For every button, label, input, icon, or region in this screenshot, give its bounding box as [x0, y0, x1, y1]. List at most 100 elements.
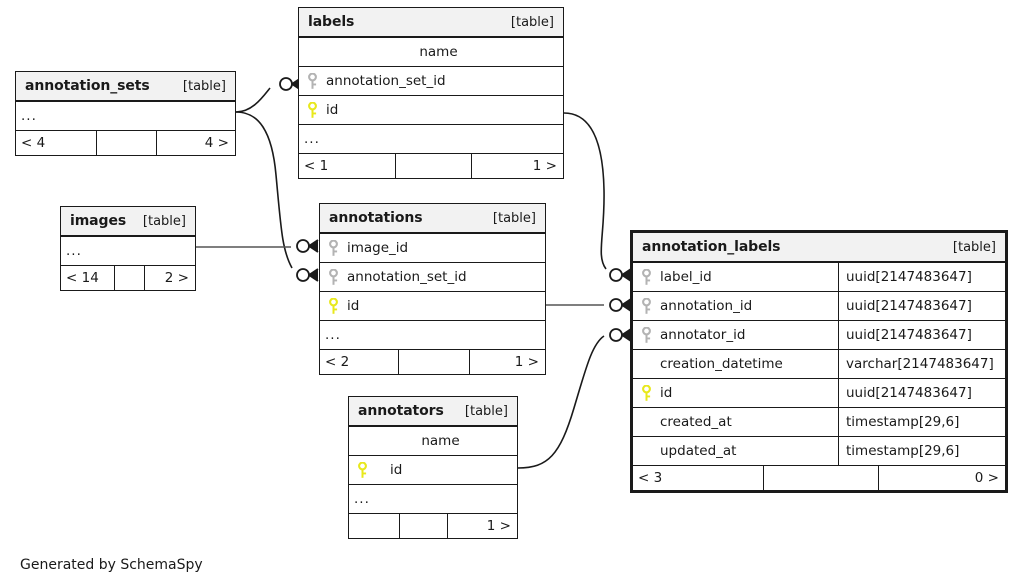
column-annotations-annotation-set-id[interactable]: annotation_set_id — [320, 262, 545, 291]
table-images[interactable]: images [table] ... < 14 2 > — [60, 206, 196, 291]
column-annotation-labels-id[interactable]: id uuid[2147483647] — [633, 378, 1005, 407]
footer-middle-cell — [96, 131, 156, 155]
column-label: name — [421, 433, 460, 449]
edge-endpoint-zero-label-id — [609, 268, 623, 282]
table-annotations[interactable]: annotations [table] image_id annotation_… — [319, 203, 546, 375]
column-label: label_id — [660, 269, 712, 285]
edge-annotation-sets-to-annotations — [235, 111, 293, 269]
table-annotations-header: annotations [table] — [320, 204, 545, 233]
footer-middle-cell — [398, 350, 469, 374]
edge-endpoint-zero-labels — [279, 77, 293, 91]
column-type: timestamp[29,6] — [838, 408, 1005, 436]
column-label: annotation_set_id — [347, 269, 467, 285]
column-type: timestamp[29,6] — [838, 437, 1005, 465]
primary-key-icon — [327, 297, 340, 315]
table-images-header: images [table] — [61, 207, 195, 236]
table-labels[interactable]: labels [table] name annotation_set_id — [298, 7, 564, 179]
ellipsis-text: ... — [21, 108, 37, 124]
table-annotation-sets-footer: < 4 4 > — [16, 130, 235, 155]
edge-endpoint-zero-annotations-set — [296, 268, 310, 282]
column-labels-name[interactable]: name — [299, 37, 563, 66]
column-label: creation_datetime — [660, 356, 783, 372]
column-annotation-labels-updated-at[interactable]: updated_at timestamp[29,6] — [633, 436, 1005, 465]
table-annotations-footer: < 2 1 > — [320, 349, 545, 374]
column-label: annotation_id — [660, 298, 753, 314]
generated-by-credit: Generated by SchemaSpy — [20, 557, 203, 573]
column-type: uuid[2147483647] — [838, 379, 1005, 407]
column-annotation-labels-annotation-id[interactable]: annotation_id uuid[2147483647] — [633, 291, 1005, 320]
incoming-relation-count: < 14 — [66, 270, 99, 286]
table-images-tag: [table] — [142, 213, 186, 229]
ellipsis-text: ... — [354, 491, 370, 507]
foreign-key-icon — [640, 326, 653, 344]
outgoing-relation-count: 4 > — [156, 131, 235, 155]
column-annotations-image-id[interactable]: image_id — [320, 233, 545, 262]
outgoing-relation-count: 1 > — [469, 350, 545, 374]
edge-endpoint-zero-annotation-id — [609, 298, 623, 312]
footer-middle-cell — [763, 466, 878, 490]
table-annotators-name: annotators — [358, 403, 444, 419]
edge-endpoint-zero-annotator-id — [609, 328, 623, 342]
outgoing-relation-count: 1 > — [447, 514, 517, 538]
outgoing-relation-count: 1 > — [471, 154, 563, 178]
table-annotators-tag: [table] — [464, 403, 508, 419]
table-annotation-sets-name: annotation_sets — [25, 78, 150, 94]
column-label: image_id — [347, 240, 409, 256]
annotations-more-columns: ... — [320, 320, 545, 349]
outgoing-relation-count: 0 > — [878, 466, 1005, 490]
table-annotation-labels-header: annotation_labels [table] — [633, 233, 1005, 262]
table-images-footer: < 14 2 > — [61, 265, 195, 290]
crowsfoot-annotations-image-id — [308, 239, 319, 253]
footer-middle-cell — [395, 154, 471, 178]
column-label: name — [419, 44, 458, 60]
column-type: varchar[2147483647] — [838, 350, 1005, 378]
table-annotators-footer: 1 > — [349, 513, 517, 538]
column-type: uuid[2147483647] — [838, 292, 1005, 320]
incoming-relation-count: < 2 — [325, 354, 350, 370]
incoming-relation-count: < 1 — [304, 158, 329, 174]
outgoing-relation-count: 2 > — [144, 266, 195, 290]
table-annotation-labels[interactable]: annotation_labels [table] label_id uuid[… — [630, 230, 1008, 493]
column-label: id — [347, 298, 360, 314]
column-type: uuid[2147483647] — [838, 321, 1005, 349]
table-annotation-labels-footer: < 3 0 > — [633, 465, 1005, 490]
column-annotation-labels-annotator-id[interactable]: annotator_id uuid[2147483647] — [633, 320, 1005, 349]
table-labels-tag: [table] — [510, 14, 554, 30]
footer-middle-cell — [399, 514, 447, 538]
table-labels-header: labels [table] — [299, 8, 563, 37]
table-annotation-labels-name: annotation_labels — [642, 239, 781, 255]
edge-annotation-sets-to-labels — [235, 87, 271, 113]
edge-labels-to-annotation-labels — [563, 112, 607, 270]
column-label: id — [390, 462, 403, 478]
foreign-key-icon — [640, 297, 653, 315]
annotators-more-columns: ... — [349, 484, 517, 513]
column-labels-id[interactable]: id — [299, 95, 563, 124]
table-annotation-labels-tag: [table] — [952, 239, 996, 255]
incoming-relation-count: < 3 — [638, 470, 663, 486]
column-label: annotation_set_id — [326, 73, 446, 89]
column-label: annotator_id — [660, 327, 746, 343]
primary-key-icon — [640, 384, 653, 402]
column-labels-annotation-set-id[interactable]: annotation_set_id — [299, 66, 563, 95]
foreign-key-icon — [640, 268, 653, 286]
table-annotators[interactable]: annotators [table] name id ... 1 > — [348, 396, 518, 539]
primary-key-icon — [306, 101, 319, 119]
column-type: uuid[2147483647] — [838, 263, 1005, 291]
column-annotators-id[interactable]: id — [349, 455, 517, 484]
ellipsis-text: ... — [66, 243, 82, 259]
table-annotations-tag: [table] — [492, 210, 536, 226]
column-annotation-labels-created-at[interactable]: created_at timestamp[29,6] — [633, 407, 1005, 436]
labels-more-columns: ... — [299, 124, 563, 153]
column-annotation-labels-label-id[interactable]: label_id uuid[2147483647] — [633, 262, 1005, 291]
edge-endpoint-zero-annotations-image — [296, 239, 310, 253]
primary-key-icon — [356, 461, 369, 479]
foreign-key-icon — [306, 72, 319, 90]
column-label: id — [660, 385, 673, 401]
table-annotations-name: annotations — [329, 210, 423, 226]
incoming-relation-count — [349, 514, 399, 538]
column-annotation-labels-creation-datetime[interactable]: creation_datetime varchar[2147483647] — [633, 349, 1005, 378]
column-annotations-id[interactable]: id — [320, 291, 545, 320]
column-annotators-name[interactable]: name — [349, 426, 517, 455]
table-annotation-sets[interactable]: annotation_sets [table] ... < 4 4 > — [15, 71, 236, 156]
